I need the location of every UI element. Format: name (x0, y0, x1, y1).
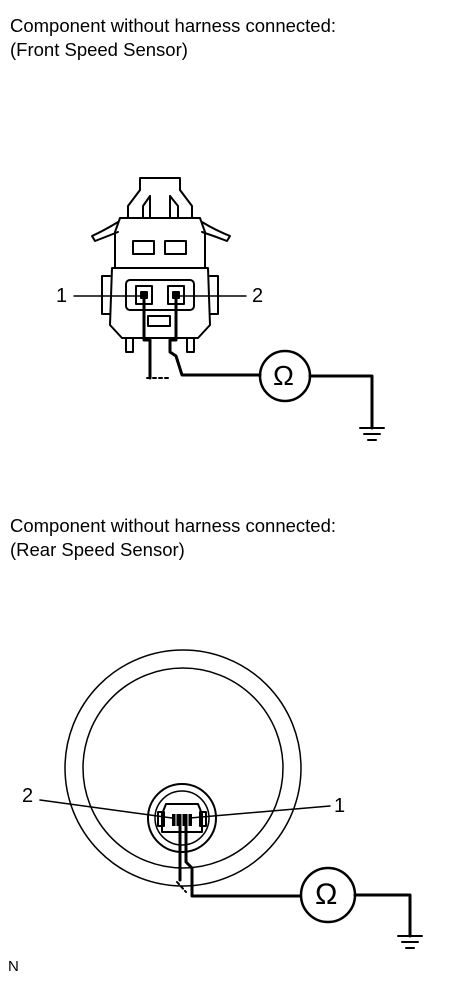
rear-ohm-symbol: Ω (315, 878, 338, 911)
rear-sensor-connector (157, 803, 207, 833)
front-ground-wire (308, 374, 374, 430)
rear-leader-1 (189, 805, 331, 819)
rear-sensor-body (64, 649, 302, 887)
rear-ground-wire (353, 893, 412, 938)
front-sensor-connector (91, 177, 231, 353)
front-caption: Component without harness connected: (Fr… (10, 14, 336, 62)
rear-ground-icon (397, 935, 423, 949)
front-caption-line1: Component without harness connected: (10, 15, 337, 36)
rear-caption-line1: Component without harness connected: (10, 515, 337, 536)
rear-probe-wires (178, 824, 302, 898)
front-terminal-label-2: 2 (252, 285, 264, 307)
front-caption-line2: (Front Speed Sensor) (10, 39, 188, 60)
figure-code: N (8, 958, 19, 975)
front-probe-wires (142, 296, 262, 380)
rear-terminal-label-1: 1 (334, 795, 346, 817)
front-ohm-symbol: Ω (273, 360, 294, 391)
front-ground-icon (359, 427, 385, 441)
rear-caption-line2: (Rear Speed Sensor) (10, 539, 185, 560)
rear-terminal-label-2: 2 (22, 785, 34, 807)
rear-leader-2 (39, 799, 173, 819)
front-terminal-label-1: 1 (56, 285, 68, 307)
rear-wire-break (176, 881, 187, 893)
rear-caption: Component without harness connected: (Re… (10, 514, 336, 562)
